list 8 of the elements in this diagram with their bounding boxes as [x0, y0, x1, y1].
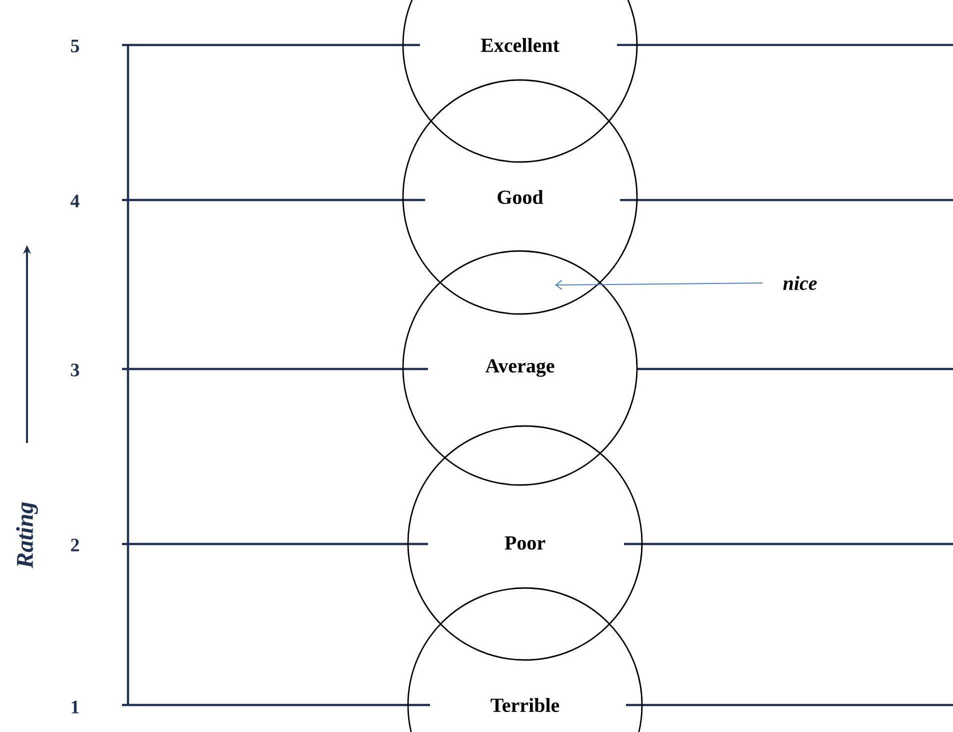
- scale-number: 3: [70, 364, 80, 376]
- scale-number: 4: [70, 194, 80, 208]
- axis-title: Rating: [16, 502, 38, 568]
- scale-number: 5: [71, 40, 80, 52]
- scale-number: 1: [72, 700, 79, 714]
- scale-number: 2: [71, 538, 79, 552]
- leader-line: [555, 280, 764, 290]
- annotation-text: nice: [783, 276, 817, 290]
